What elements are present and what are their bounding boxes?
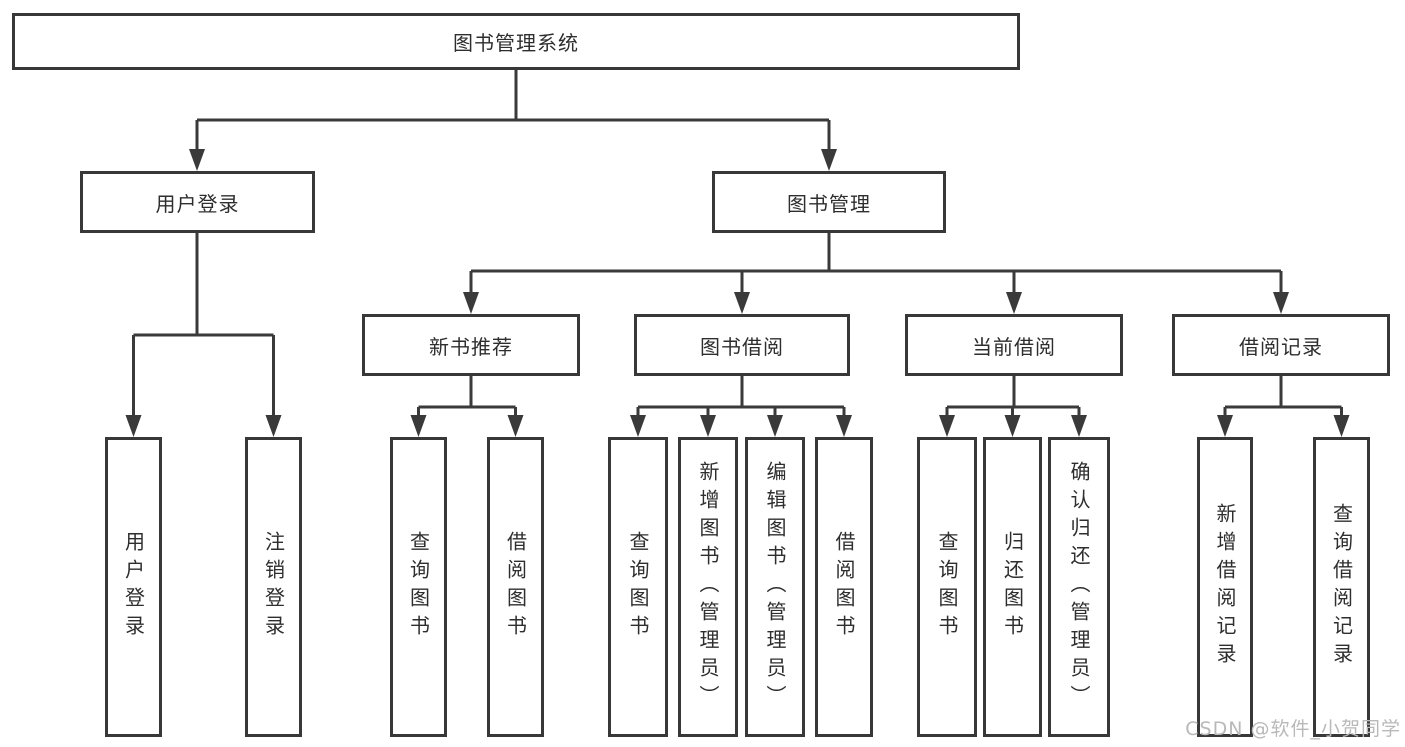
leaf-edit-books-admin: 编辑图书（管理员）	[745, 437, 805, 737]
node-label: 查询图书	[626, 531, 650, 643]
leaf-query-books-recommend: 查询图书	[390, 437, 447, 737]
node-label: 用户登录	[121, 531, 146, 643]
node-label: 当前借阅	[972, 334, 1056, 359]
leaf-logout: 注销登录	[245, 437, 302, 737]
node-label: 查询借阅记录	[1329, 503, 1354, 671]
leaf-borrow-books-recommend: 借阅图书	[487, 437, 544, 737]
node-borrow-records: 借阅记录	[1172, 314, 1390, 376]
leaf-add-books-admin: 新增图书（管理员）	[678, 437, 738, 737]
node-label: 查询图书	[935, 531, 959, 643]
node-label: 图书管理	[787, 191, 871, 216]
node-system-root: 图书管理系统	[12, 13, 1020, 70]
node-label: 新增借阅记录	[1213, 503, 1237, 671]
leaf-query-books-borrow: 查询图书	[608, 437, 668, 737]
node-label: 新书推荐	[429, 334, 513, 359]
node-book-borrow: 图书借阅	[634, 314, 850, 376]
node-current-borrow: 当前借阅	[905, 314, 1123, 376]
leaf-return-books: 归还图书	[983, 437, 1042, 737]
leaf-user-login: 用户登录	[105, 437, 162, 737]
node-label: 图书借阅	[700, 334, 784, 359]
node-label: 注销登录	[261, 531, 286, 643]
node-new-book-recommend: 新书推荐	[362, 314, 580, 376]
leaf-confirm-return-admin: 确认归还（管理员）	[1048, 437, 1110, 737]
node-label: 查询图书	[406, 531, 431, 643]
leaf-query-books-current: 查询图书	[917, 437, 977, 737]
node-user-login-branch: 用户登录	[80, 171, 315, 233]
node-label: 借阅图书	[832, 531, 856, 643]
node-label: 借阅记录	[1239, 334, 1323, 359]
leaf-borrow-books: 借阅图书	[815, 437, 873, 737]
csdn-watermark: CSDN @软件_小贺同学	[1185, 718, 1401, 740]
leaf-add-borrow-record: 新增借阅记录	[1197, 437, 1253, 737]
node-label: 编辑图书（管理员）	[763, 461, 787, 713]
leaf-query-borrow-record: 查询借阅记录	[1313, 437, 1370, 737]
node-book-management-branch: 图书管理	[712, 171, 946, 233]
node-label: 借阅图书	[503, 531, 528, 643]
node-label: 图书管理系统	[453, 31, 579, 55]
node-label: 新增图书（管理员）	[696, 461, 720, 713]
node-label: 确认归还（管理员）	[1067, 461, 1091, 713]
node-label: 归还图书	[1000, 531, 1025, 643]
node-label: 用户登录	[155, 191, 240, 216]
